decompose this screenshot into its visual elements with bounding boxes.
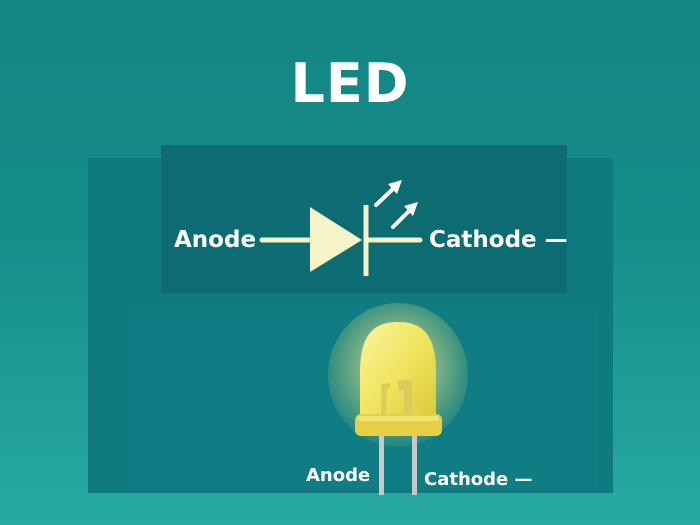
led-anode-post — [381, 383, 390, 418]
emission-arrow-icon — [374, 180, 402, 207]
page-title: LED — [290, 52, 410, 115]
symbol-anode-label: Anode — [174, 227, 257, 253]
led-anode-lead — [379, 435, 384, 495]
diode-triangle-icon — [310, 207, 362, 272]
led-bulb-icon — [328, 303, 468, 495]
led-rim-highlight — [358, 416, 439, 421]
diode-symbol — [259, 180, 423, 276]
emission-arrow-icon — [391, 202, 418, 229]
led-dome — [360, 322, 436, 418]
led-cathode-lead — [412, 435, 417, 495]
symbol-cathode-label: Cathode — — [429, 227, 568, 253]
led-anode-label: Anode — [306, 465, 371, 486]
led-cathode-label: Cathode — — [424, 469, 533, 490]
led-anvil — [398, 380, 412, 418]
